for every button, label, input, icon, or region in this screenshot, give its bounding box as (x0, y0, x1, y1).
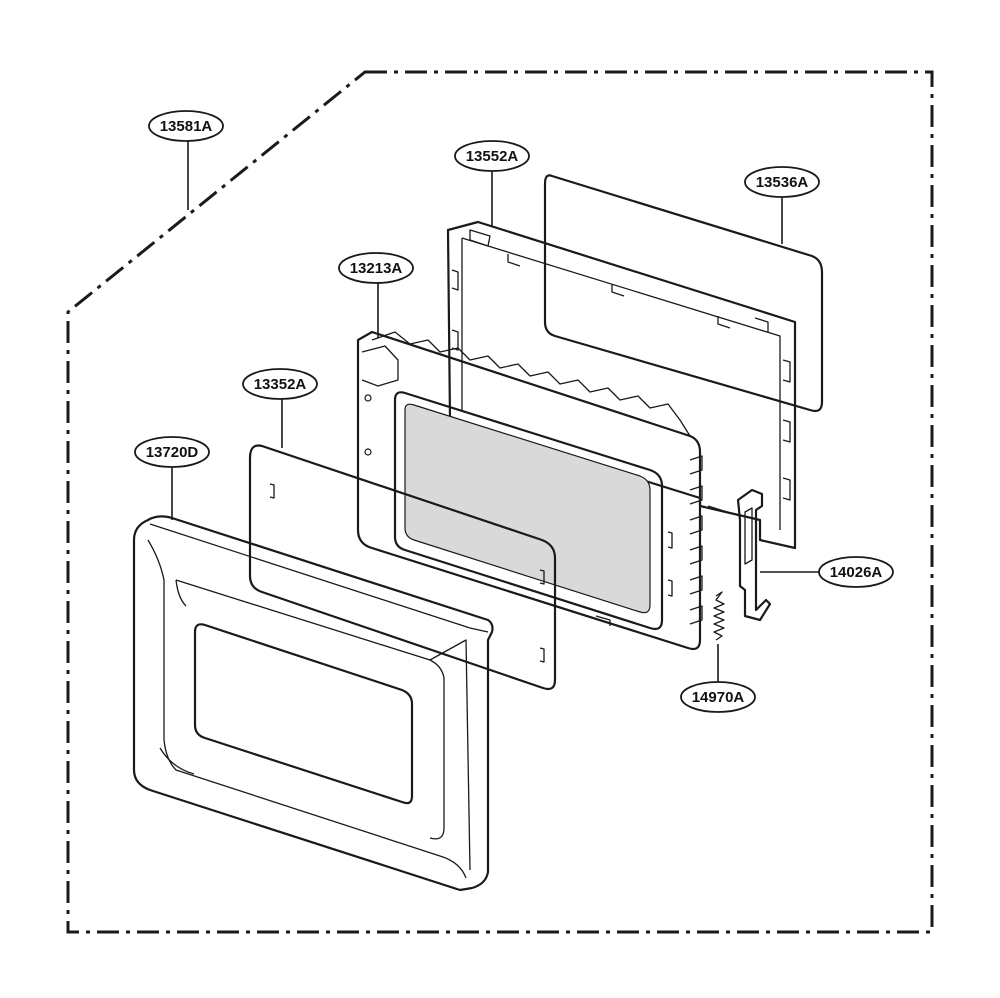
part-label-13581A: 13581A (148, 110, 224, 142)
door-screen-shape (248, 444, 557, 691)
part-label-13213A: 13213A (338, 252, 414, 284)
svg-text:13720D: 13720D (146, 444, 199, 461)
svg-text:13552A: 13552A (466, 148, 519, 165)
svg-text:13352A: 13352A (254, 376, 307, 393)
svg-text:13581A: 13581A (160, 118, 213, 135)
part-label-13552A: 13552A (454, 140, 530, 172)
latch-spring-shape (713, 591, 725, 641)
svg-text:14970A: 14970A (692, 689, 745, 706)
door-glass-panel-shape (543, 174, 824, 413)
svg-text:13213A: 13213A (350, 260, 403, 277)
part-label-13352A: 13352A (242, 368, 318, 400)
door-frame-shape (446, 220, 797, 550)
assembly-boundary (66, 70, 934, 934)
part-label-14026A: 14026A (818, 556, 894, 588)
door-front-cover-shape (132, 515, 494, 892)
svg-text:13536A: 13536A (756, 174, 809, 191)
door-latch-shape (707, 488, 772, 622)
part-label-13536A: 13536A (744, 166, 820, 198)
door-inner-panel-shape (356, 330, 703, 651)
part-label-13720D: 13720D (134, 436, 210, 468)
part-label-14970A: 14970A (680, 681, 756, 713)
svg-text:14026A: 14026A (830, 564, 883, 581)
